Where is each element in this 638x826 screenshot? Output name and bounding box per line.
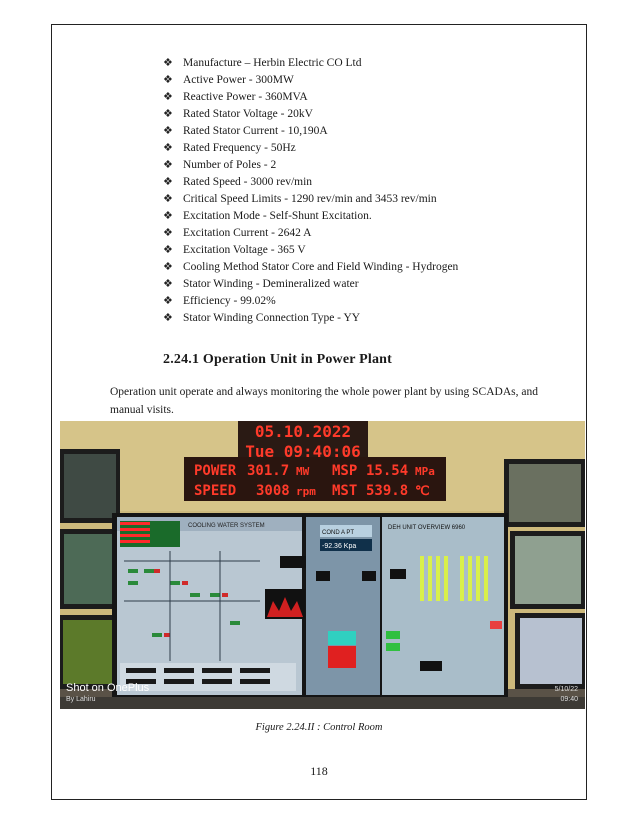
bullet-diamond-icon: ❖ (163, 159, 173, 171)
power-label: POWER (194, 463, 237, 479)
spec-list-item: ❖ Stator Winding Connection Type - YY (163, 310, 458, 327)
bullet-diamond-icon: ❖ (163, 57, 173, 69)
bullet-diamond-icon: ❖ (163, 261, 173, 273)
spec-text: Critical Speed Limits - 1290 rev/min and… (183, 193, 437, 205)
screen-cond-value: -92.36 Kpa (322, 543, 356, 550)
screen-cond-label: COND A PT (322, 530, 354, 536)
spec-list-item: ❖ Excitation Voltage - 365 V (163, 242, 458, 259)
page-border (51, 24, 587, 800)
spec-list-item: ❖ Manufacture – Herbin Electric CO Ltd (163, 55, 458, 72)
screen-deh-title: DEH UNIT OVERVIEW 6960 (388, 525, 466, 531)
spec-text: Excitation Current - 2642 A (183, 227, 312, 239)
spec-list-item: ❖ Stator Winding - Demineralized water (163, 276, 458, 293)
mst-value: 539.8 (366, 483, 408, 499)
watermark-main: Shot on OnePlus (66, 682, 150, 694)
spec-list-item: ❖ Rated Speed - 3000 rev/min (163, 174, 458, 191)
figure-caption: Figure 2.24.II : Control Room (255, 722, 383, 733)
spec-text: Excitation Voltage - 365 V (183, 244, 306, 256)
spec-text: Stator Winding Connection Type - YY (183, 312, 361, 324)
spec-list-item: ❖ Excitation Mode - Self-Shunt Excitation… (163, 208, 458, 225)
speed-unit: rpm (296, 485, 316, 498)
spec-text: Excitation Mode - Self-Shunt Excitation. (183, 210, 372, 222)
spec-text: Efficiency - 99.02% (183, 295, 276, 307)
bullet-diamond-icon: ❖ (163, 227, 173, 239)
speed-label: SPEED (194, 483, 236, 499)
bullet-diamond-icon: ❖ (163, 244, 173, 256)
spec-list-item: ❖ Rated Stator Voltage - 20kV (163, 106, 458, 123)
bullet-diamond-icon: ❖ (163, 176, 173, 188)
spec-text: Rated Stator Voltage - 20kV (183, 108, 313, 120)
speed-value: 3008 (256, 483, 290, 499)
clock-date: 05.10.2022 (255, 422, 351, 441)
bullet-diamond-icon: ❖ (163, 210, 173, 222)
power-value: 301.7 (247, 463, 289, 479)
bullet-diamond-icon: ❖ (163, 295, 173, 307)
bullet-diamond-icon: ❖ (163, 91, 173, 103)
spec-list-item: ❖ Cooling Method Stator Core and Field Wi… (163, 259, 458, 276)
spec-list-item: ❖ Excitation Current - 2642 A (163, 225, 458, 242)
bullet-diamond-icon: ❖ (163, 125, 173, 137)
bullet-diamond-icon: ❖ (163, 193, 173, 205)
spec-text: Reactive Power - 360MVA (183, 91, 308, 103)
generator-spec-list: ❖ Manufacture – Herbin Electric CO Ltd ❖ Ac… (163, 55, 458, 327)
bullet-diamond-icon: ❖ (163, 108, 173, 120)
screen-cooling-title: COOLING WATER SYSTEM (188, 523, 265, 529)
spec-list-item: ❖ Active Power - 300MW (163, 72, 458, 89)
spec-text: Rated Stator Current - 10,190A (183, 125, 328, 137)
body-paragraph: Operation unit operate and always monito… (110, 386, 538, 416)
spec-list-item: ❖ Rated Stator Current - 10,190A (163, 123, 458, 140)
msp-value: 15.54 (366, 463, 408, 479)
mst-unit: ℃ (415, 484, 430, 499)
control-room-image: 05.10.2022 Tue 09:40:06 POWER 301.7 MW M… (60, 421, 585, 709)
spec-text: Stator Winding - Demineralized water (183, 278, 359, 290)
watermark-time: 09:40 (560, 696, 578, 703)
page-number: 118 (310, 764, 328, 778)
bullet-diamond-icon: ❖ (163, 278, 173, 290)
spec-text: Manufacture – Herbin Electric CO Ltd (183, 57, 362, 69)
bullet-diamond-icon: ❖ (163, 74, 173, 86)
spec-text: Cooling Method Stator Core and Field Win… (183, 261, 459, 273)
spec-text: Rated Speed - 3000 rev/min (183, 176, 313, 188)
spec-list-item: ❖ Rated Frequency - 50Hz (163, 140, 458, 157)
spec-list-item: ❖ Number of Poles - 2 (163, 157, 458, 174)
watermark-sub: By Lahiru (66, 696, 96, 703)
spec-text: Rated Frequency - 50Hz (183, 142, 296, 154)
bullet-diamond-icon: ❖ (163, 312, 173, 324)
clock-time: Tue 09:40:06 (245, 442, 361, 461)
power-unit: MW (296, 465, 310, 478)
spec-list-item: ❖ Critical Speed Limits - 1290 rev/min an… (163, 191, 458, 208)
msp-label: MSP (332, 463, 357, 479)
spec-text: Number of Poles - 2 (183, 159, 277, 171)
watermark-date: 5/10/22 (555, 686, 578, 693)
section-heading: 2.24.1 Operation Unit in Power Plant (163, 352, 392, 367)
spec-list-item: ❖ Reactive Power - 360MVA (163, 89, 458, 106)
spec-list-item: ❖ Efficiency - 99.02% (163, 293, 458, 310)
msp-unit: MPa (415, 465, 435, 478)
mst-label: MST (332, 483, 357, 499)
bullet-diamond-icon: ❖ (163, 142, 173, 154)
spec-text: Active Power - 300MW (183, 74, 294, 86)
control-room-photo: 05.10.2022 Tue 09:40:06 POWER 301.7 MW M… (60, 421, 585, 709)
